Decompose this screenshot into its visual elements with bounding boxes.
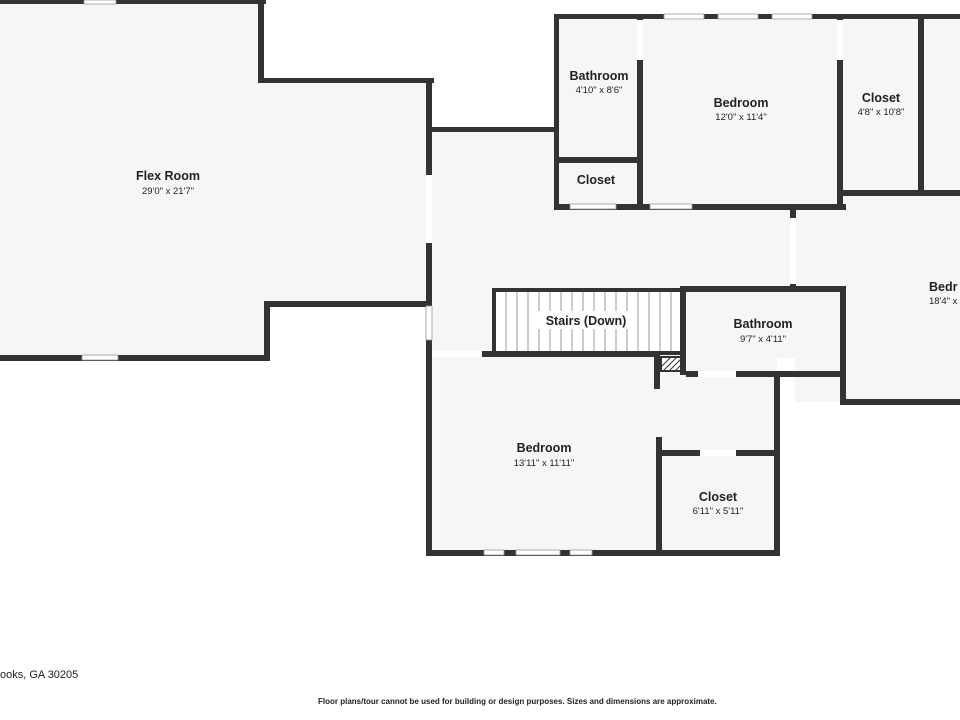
room-name-bathroom-top: Bathroom xyxy=(569,69,628,83)
room-bedroom-right: Bedr 18'4" x xyxy=(929,280,958,307)
room-closet-small: Closet xyxy=(577,173,616,187)
room-dims-bathroom-middle: 9'7" x 4'11" xyxy=(740,334,786,345)
room-name-bedroom-bottom: Bedroom xyxy=(517,441,572,455)
room-closet-bottom: Closet 6'11" x 5'11" xyxy=(693,490,744,517)
room-name-closet-right: Closet xyxy=(862,91,901,105)
room-name-closet-bottom: Closet xyxy=(699,490,738,504)
room-bathroom-middle: Bathroom 9'7" x 4'11" xyxy=(733,317,792,345)
room-dims-bedroom-top: 12'0" x 11'4" xyxy=(715,112,766,123)
windows xyxy=(81,0,813,556)
room-name-closet-small: Closet xyxy=(577,173,616,187)
room-stairs: Stairs (Down) xyxy=(538,311,634,329)
room-closet-right: Closet 4'8" x 10'8" xyxy=(858,91,905,118)
room-name-bedroom-top: Bedroom xyxy=(714,96,769,110)
disclaimer-text: Floor plans/tour cannot be used for buil… xyxy=(318,697,717,706)
room-bathroom-top: Bathroom 4'10" x 8'6" xyxy=(569,69,628,96)
room-name-flex: Flex Room xyxy=(136,169,200,183)
floor-area xyxy=(0,0,960,553)
stairs-graphic xyxy=(492,288,684,355)
room-name-bedroom-right: Bedr xyxy=(929,280,958,294)
room-dims-bathroom-top: 4'10" x 8'6" xyxy=(576,85,623,96)
address-text: ooks, GA 30205 xyxy=(0,669,79,681)
room-bedroom-top: Bedroom 12'0" x 11'4" xyxy=(714,96,769,123)
room-dims-flex: 29'0" x 21'7" xyxy=(142,186,194,197)
room-bedroom-bottom: Bedroom 13'11" x 11'11" xyxy=(514,441,575,469)
room-name-stairs: Stairs (Down) xyxy=(546,314,627,328)
room-dims-closet-right: 4'8" x 10'8" xyxy=(858,107,905,118)
room-flex-room: Flex Room 29'0" x 21'7" xyxy=(136,169,200,197)
room-name-bathroom-middle: Bathroom xyxy=(733,317,792,331)
room-dims-bedroom-bottom: 13'11" x 11'11" xyxy=(514,458,575,469)
hatched-shaft xyxy=(660,356,682,372)
room-dims-bedroom-right: 18'4" x xyxy=(929,296,958,307)
door-openings xyxy=(426,20,843,456)
room-dims-closet-bottom: 6'11" x 5'11" xyxy=(693,506,744,517)
